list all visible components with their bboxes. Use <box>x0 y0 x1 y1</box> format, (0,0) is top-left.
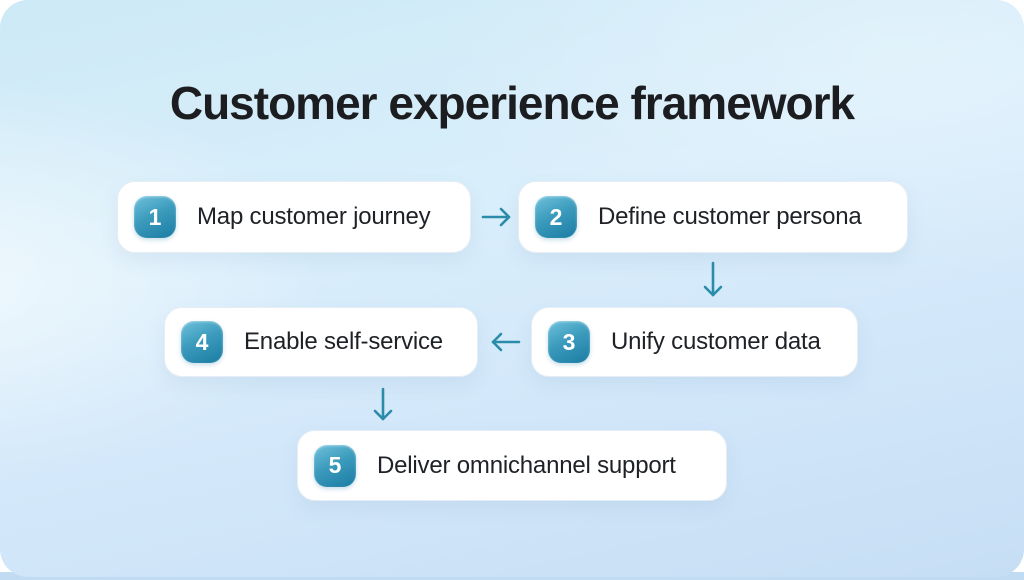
step-3-label: Unify customer data <box>611 328 821 355</box>
step-5-number-badge: 5 <box>314 444 356 487</box>
step-1-number-badge: 1 <box>134 196 176 238</box>
step-4-label: Enable self-service <box>244 328 443 355</box>
step-box-4: 4 Enable self-service <box>164 307 478 377</box>
step-box-5: 5 Deliver omnichannel support <box>297 430 727 501</box>
step-box-2: 2 Define customer persona <box>518 181 908 253</box>
step-3-number-badge: 3 <box>548 321 590 363</box>
page-title: Customer experience framework <box>169 77 855 129</box>
arrow-right-icon <box>479 203 517 231</box>
step-5-label: Deliver omnichannel support <box>377 451 676 479</box>
step-4-number-badge: 4 <box>181 321 223 363</box>
arrow-down-icon <box>369 385 397 427</box>
arrow-left-icon <box>485 328 523 356</box>
step-2-label: Define customer persona <box>598 203 862 230</box>
step-box-3: 3 Unify customer data <box>531 307 858 377</box>
step-2-number-badge: 2 <box>535 196 577 238</box>
step-1-label: Map customer journey <box>197 203 431 230</box>
step-box-1: 1 Map customer journey <box>117 181 471 253</box>
arrow-down-icon <box>699 259 727 303</box>
